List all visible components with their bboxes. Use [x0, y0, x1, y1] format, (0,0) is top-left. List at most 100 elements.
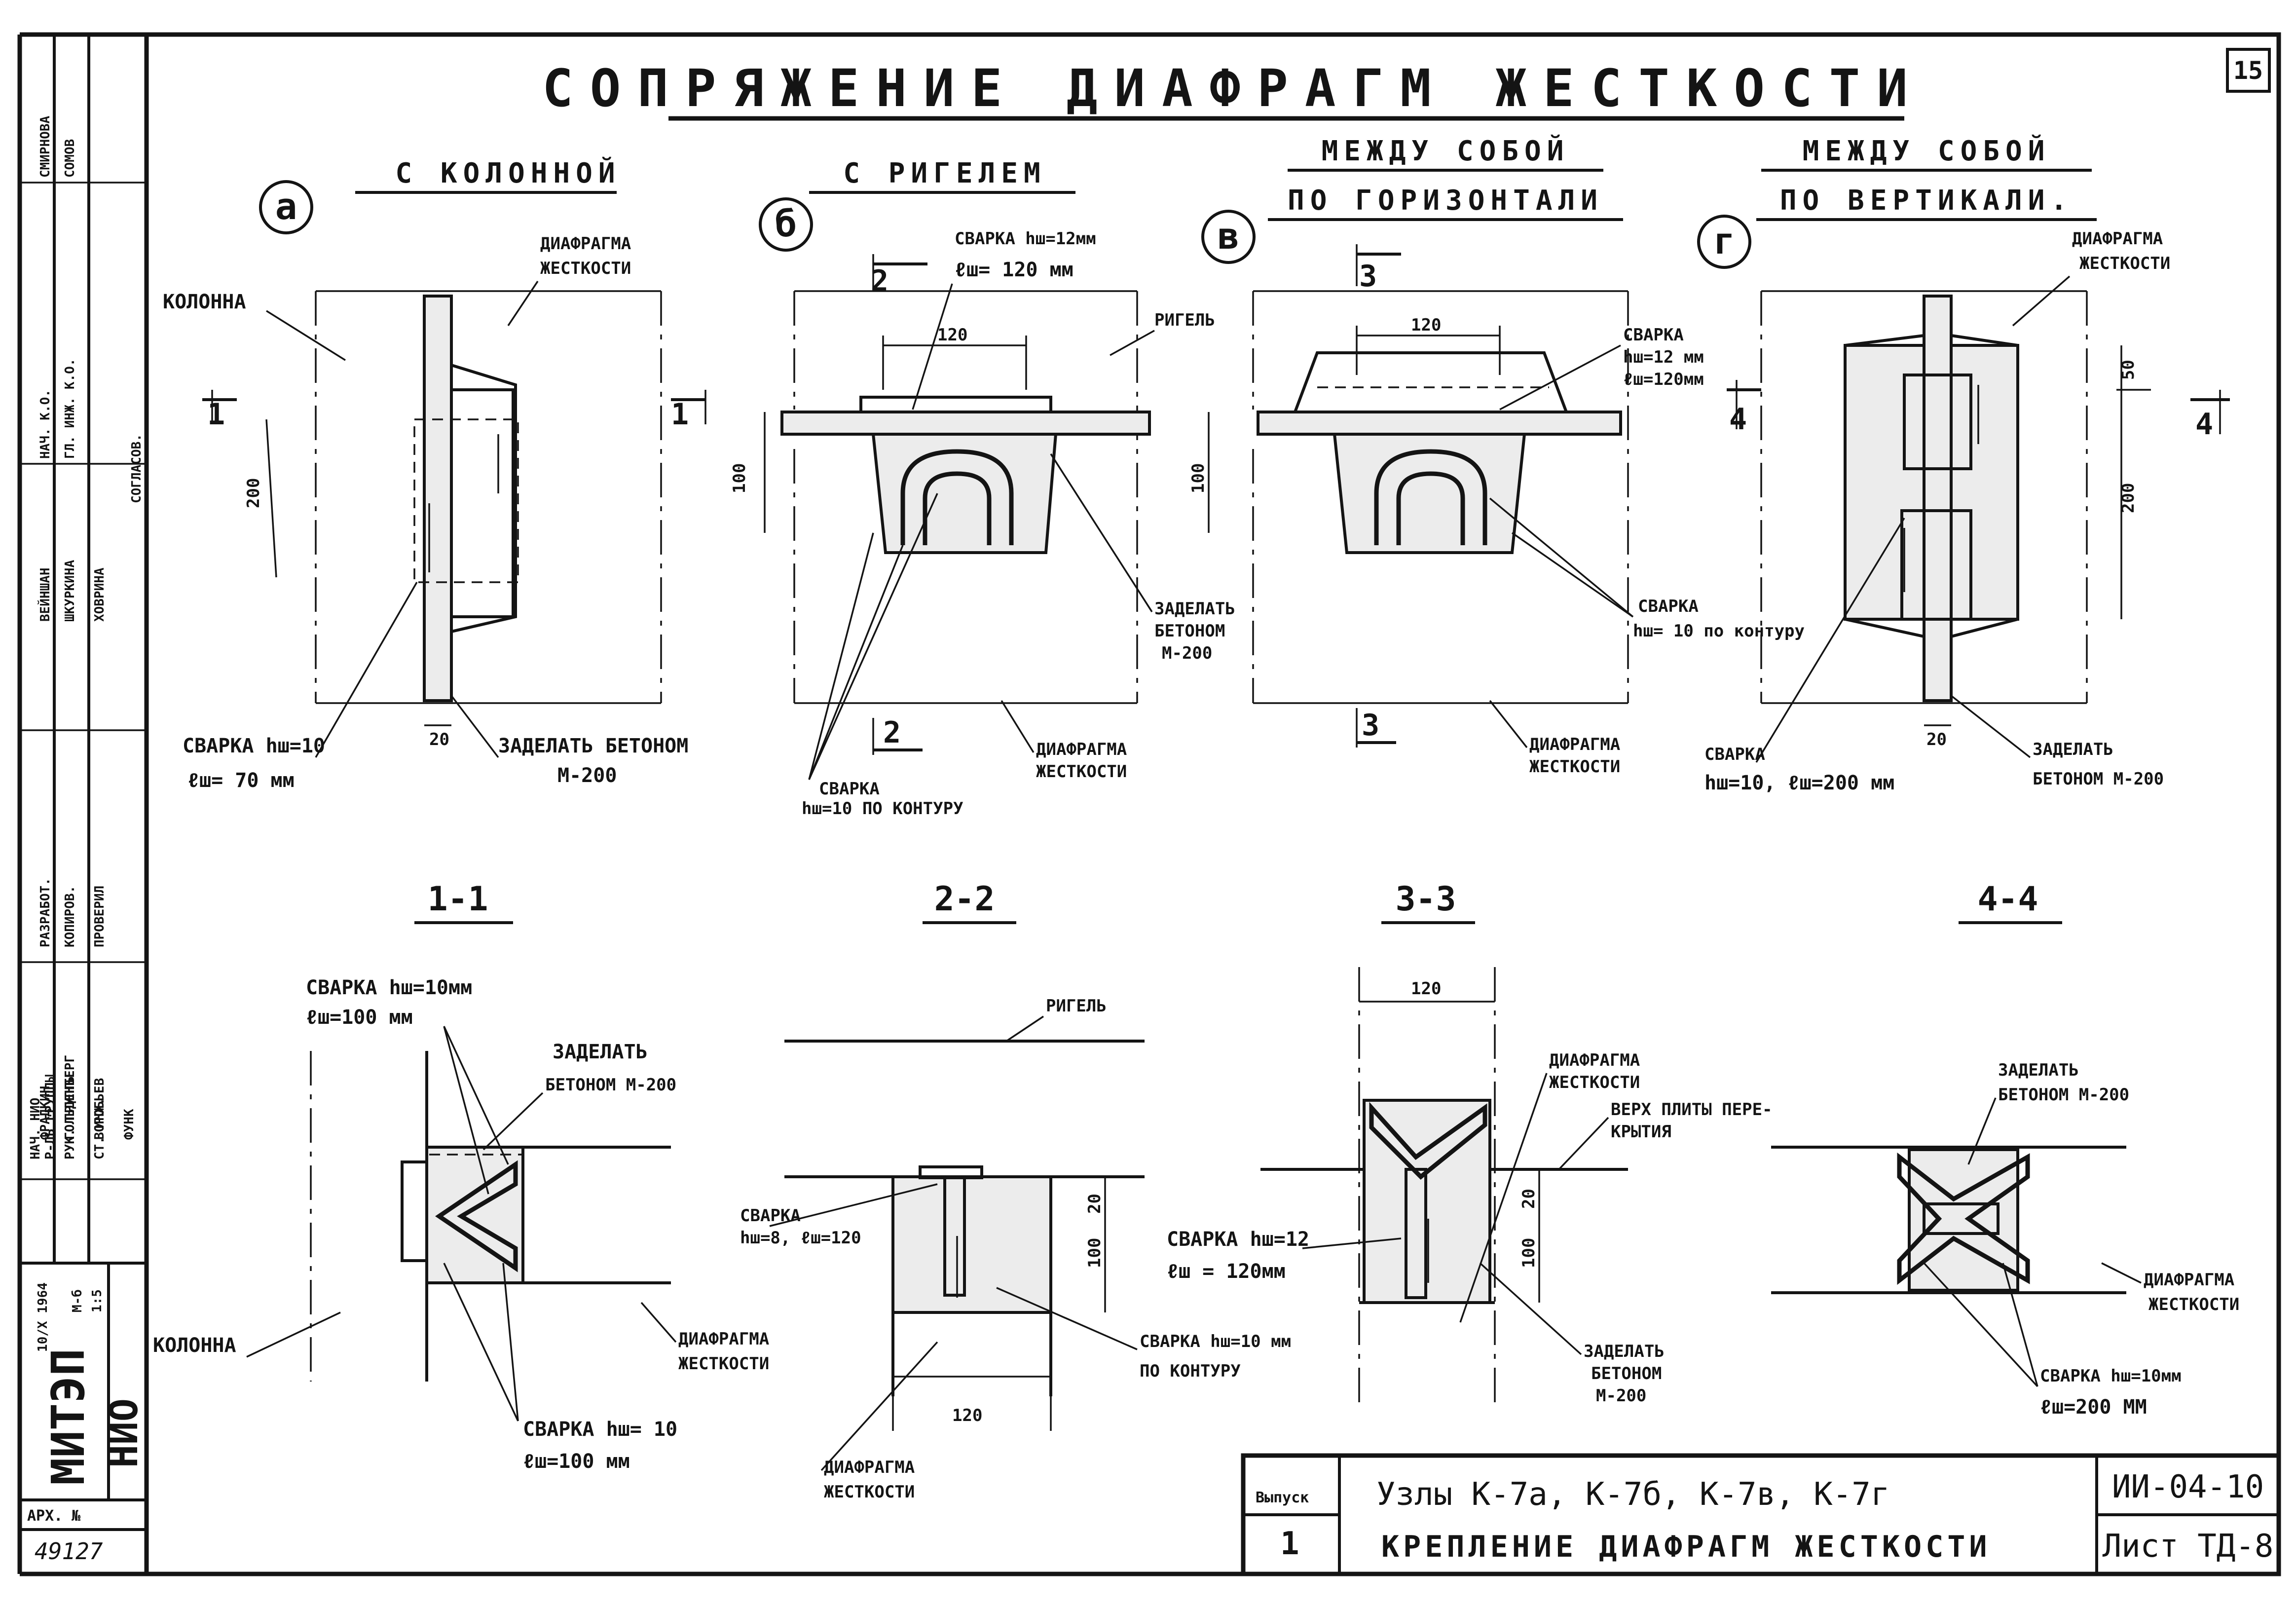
view-a-weld-label-1: СВАРКА hш=10 — [183, 735, 325, 757]
svg-text:3: 3 — [1362, 708, 1379, 743]
section-2-diaphragm-2: ЖЕСТКОСТИ — [824, 1482, 915, 1502]
section-1-concrete-1: ЗАДЕЛАТЬ — [553, 1041, 648, 1063]
stamp-role-3: СОГЛАСОВ. — [129, 434, 144, 503]
section-1-concrete-2: БЕТОНОМ М-200 — [545, 1075, 676, 1095]
section-1-weld-bottom-1: СВАРКА hш= 10 — [523, 1418, 677, 1441]
node-list: Узлы К-7а, К-7б, К-7в, К-7г — [1376, 1476, 1889, 1513]
section-3-diaphragm-1: ДИАФРАГМА — [1549, 1050, 1640, 1070]
view-b-drawing: 120 100 2 2 — [730, 254, 1151, 755]
view-b-concrete-1: ЗАДЕЛАТЬ — [1154, 599, 1235, 619]
stamp-name-1: СМИРНОВА — [38, 115, 53, 178]
stamp-name-7: ГОЛЬДЕНБЕРГ — [63, 1055, 77, 1140]
section-1-weld-top-1: СВАРКА hш=10мм — [306, 976, 472, 999]
sheet-number: 15 — [2233, 56, 2263, 85]
section-1-diaphragm-1: ДИАФРАГМА — [678, 1329, 769, 1349]
section-4-concrete-1: ЗАДЕЛАТЬ — [1998, 1060, 2079, 1080]
stamp-archive-label: АРХ. № — [27, 1507, 81, 1525]
stamp-role-9: РУК. ГРУППЫ — [63, 1074, 77, 1159]
section-1-column-label: КОЛОННА — [153, 1334, 236, 1357]
section-4-diaphragm-1: ДИАФРАГМА — [2144, 1270, 2234, 1290]
section-2-weld-contour-2: ПО КОНТУРУ — [1140, 1361, 1241, 1381]
issue-number: 1 — [1280, 1526, 1299, 1562]
title-block — [1241, 1453, 2281, 1576]
svg-text:3: 3 — [1359, 259, 1377, 294]
view-c-letter: в — [1218, 215, 1240, 258]
section-3-weld-2: ℓш = 120мм — [1167, 1260, 1286, 1283]
view-c-diaphragm-1: ДИАФРАГМА — [1529, 735, 1620, 754]
stamp-archive-number: 49127 — [35, 1538, 103, 1565]
section-1-diaphragm-2: ЖЕСТКОСТИ — [678, 1354, 769, 1374]
view-d-weld-1: СВАРКА — [1704, 745, 1765, 764]
section-1-weld-top-2: ℓш=100 мм — [306, 1006, 413, 1029]
stamp-name-2: СОМОВ — [63, 139, 77, 178]
stamp-scale-label: М-б — [70, 1289, 85, 1312]
view-a-concrete-label-1: ЗАДЕЛАТЬ БЕТОНОМ — [498, 735, 688, 757]
view-a-column-label: КОЛОННА — [163, 291, 246, 313]
section-3-concrete-3: М-200 — [1596, 1386, 1646, 1406]
main-title: СОПРЯЖЕНИЕ ДИАФРАГМ ЖЕСТКОСТИ — [542, 58, 1925, 118]
section-1-title: 1-1 — [428, 880, 488, 919]
view-a-weld-label-2: ℓш= 70 мм — [187, 769, 295, 792]
view-b-letter: б — [775, 203, 797, 245]
view-b-beam-label: РИГЕЛЬ — [1154, 310, 1215, 330]
view-b-weld-contour-1: СВАРКА — [819, 779, 880, 799]
stamp-role-5: КОПИРОВ. — [63, 886, 77, 947]
view-d-diaphragm-1: ДИАФРАГМА — [2072, 229, 2163, 249]
view-b-concrete-2: БЕТОНОМ — [1154, 621, 1225, 641]
view-d-diaphragm-2: ЖЕСТКОСТИ — [2079, 254, 2170, 273]
section-1-drawing — [310, 1051, 671, 1382]
sheet-number-box — [2226, 48, 2271, 93]
view-a-drawing: 200 20 1 1 — [202, 290, 706, 749]
section-2-beam-label: РИГЕЛЬ — [1046, 996, 1107, 1016]
stamp-scale: 1:5 — [90, 1289, 105, 1312]
svg-text:120: 120 — [1411, 979, 1441, 999]
drawing-subject: КРЕПЛЕНИЕ ДИАФРАГМ ЖЕСТКОСТИ — [1381, 1530, 1991, 1564]
series-code: ИИ-04-10 — [2112, 1469, 2264, 1505]
view-d-marker — [1697, 215, 1751, 269]
view-c-weld-contour-2: hш= 10 по контуру — [1633, 621, 1805, 641]
stamp-name-9: ФУНК — [122, 1109, 137, 1140]
svg-text:200: 200 — [2118, 483, 2138, 513]
view-b-diaphragm-2: ЖЕСТКОСТИ — [1036, 762, 1127, 782]
view-b-weld-top-1: СВАРКА hш=12мм — [955, 229, 1096, 249]
view-b-marker — [759, 197, 813, 252]
section-3-concrete-2: БЕТОНОМ — [1591, 1364, 1662, 1384]
svg-text:2: 2 — [883, 715, 901, 750]
stamp-role-8: Р-ЛЬ ГРУППЫ — [43, 1074, 58, 1159]
svg-text:1: 1 — [207, 397, 225, 432]
view-a-diaphragm-label-1: ДИАФРАГМА — [540, 234, 631, 254]
svg-text:200: 200 — [244, 478, 263, 508]
stamp-name-8: ВОРОБЬЕВ — [92, 1078, 107, 1140]
section-4-diaphragm-2: ЖЕСТКОСТИ — [2148, 1295, 2239, 1314]
view-d-heading-1: МЕЖДУ СОБОЙ — [1803, 135, 2051, 167]
view-a-concrete-label-2: М-200 — [557, 764, 617, 787]
view-c-drawing: 120 100 3 3 — [1188, 244, 1629, 748]
svg-text:100: 100 — [1188, 463, 1208, 493]
section-2-weld-contour-1: СВАРКА hш=10 мм — [1140, 1332, 1291, 1351]
stamp-name-3: ВЕЙНШАН — [37, 567, 53, 622]
section-2-weld-side-1: СВАРКА — [740, 1206, 801, 1226]
stamp-role-6: ПРОВЕРИЛ — [92, 886, 107, 947]
view-d-concrete-1: ЗАДЕЛАТЬ — [2033, 740, 2113, 759]
stamp-role-7: НАЧ. НИО — [28, 1098, 43, 1159]
view-c-heading-1: МЕЖДУ СОБОЙ — [1322, 135, 1570, 167]
view-b-weld-contour-2: hш=10 ПО КОНТУРУ — [802, 799, 963, 819]
stamp-name-5: ХОВРИНА — [92, 567, 107, 622]
svg-text:100: 100 — [1519, 1238, 1539, 1268]
view-a-marker — [259, 180, 313, 234]
section-4-weld-2: ℓш=200 ММ — [2040, 1396, 2147, 1419]
section-4-concrete-2: БЕТОНОМ М-200 — [1998, 1085, 2129, 1105]
view-d-heading-2: ПО ВЕРТИКАЛИ. — [1780, 185, 2073, 217]
section-4-title: 4-4 — [1978, 880, 2038, 919]
svg-text:4: 4 — [1729, 402, 1747, 437]
svg-text:20: 20 — [1519, 1189, 1539, 1209]
view-c-diaphragm-2: ЖЕСТКОСТИ — [1529, 757, 1620, 777]
section-2-weld-side-2: hш=8, ℓш=120 — [740, 1228, 861, 1248]
stamp-name-4: ШКУРКИНА — [63, 560, 77, 622]
svg-text:100: 100 — [1085, 1238, 1105, 1268]
svg-text:20: 20 — [1926, 730, 1947, 749]
view-a-diaphragm-label-2: ЖЕСТКОСТИ — [540, 259, 631, 278]
section-2-title: 2-2 — [934, 880, 995, 919]
view-b-weld-top-2: ℓш= 120 мм — [955, 259, 1074, 281]
view-c-weld-top-1: СВАРКА — [1623, 325, 1684, 345]
